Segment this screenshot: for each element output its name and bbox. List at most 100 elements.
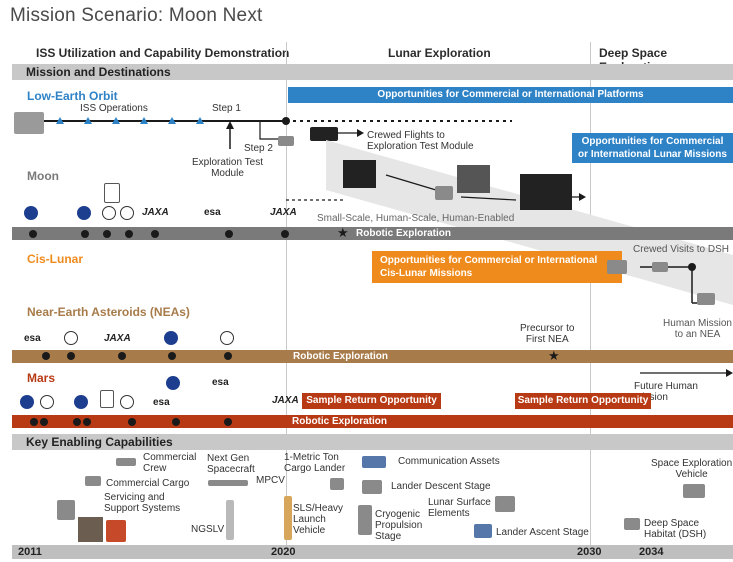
isro-logo <box>100 390 114 408</box>
mission-dot <box>172 418 180 426</box>
mission-dot <box>125 230 133 238</box>
cryo-stage-icon <box>358 505 372 535</box>
surface-elements-label: Lunar Surface Elements <box>428 497 491 519</box>
year-2030: 2030 <box>577 546 602 558</box>
roscosmos-logo <box>102 206 116 220</box>
leo-track <box>20 117 512 149</box>
nea-robotic-track <box>12 350 733 363</box>
mission-dot <box>81 230 89 238</box>
jaxa-logo: JAXA <box>272 395 299 406</box>
mars-robotic-label: Robotic Exploration <box>292 416 387 427</box>
ngslv-label: NGSLV <box>191 524 225 535</box>
lunar-lander-image <box>457 165 490 193</box>
etm-image-icon <box>310 127 338 141</box>
mission-dot <box>42 352 50 360</box>
lunar-opps-box: Opportunities for Commercial or Internat… <box>572 133 733 163</box>
iss-icon <box>14 112 44 134</box>
dsh-icon <box>607 260 627 274</box>
scale-label: Small-Scale, Human-Scale, Human-Enabled <box>317 213 515 224</box>
esa-logo: esa <box>153 397 170 408</box>
comm-satellite-icon <box>362 456 386 468</box>
mission-dot <box>40 418 48 426</box>
sev-icon <box>683 484 705 498</box>
dsh-habitat-icon <box>624 518 640 530</box>
cargo-lander-icon <box>330 478 344 490</box>
crewed-flights-label: Crewed Flights to Exploration Test Modul… <box>367 130 474 152</box>
dsh-label: Deep Space Habitat (DSH) <box>644 518 707 540</box>
nea-label: Near-Earth Asteroids (NEAs) <box>27 305 190 319</box>
section-missions: Mission and Destinations <box>12 64 733 80</box>
cryo-label: Cryogenic Propulsion Stage <box>375 509 423 542</box>
star-icon: ★ <box>337 225 349 240</box>
jaxa-logo: JAXA <box>270 207 297 218</box>
nasa-logo <box>24 206 38 220</box>
sample-return-1: Sample Return Opportunity <box>302 393 441 409</box>
lunar-base-image <box>520 174 572 210</box>
jaxa-logo: JAXA <box>142 207 169 218</box>
moon-robotic-label: Robotic Exploration <box>356 228 451 239</box>
leo-label: Low-Earth Orbit <box>27 89 118 103</box>
mission-dot <box>168 352 176 360</box>
sls-rocket-icon <box>284 496 292 540</box>
divider-2030 <box>590 42 591 547</box>
servicing-label: Servicing and Support Systems <box>104 492 181 514</box>
ngslv-rocket-icon <box>226 500 234 540</box>
sample-return-2: Sample Return Opportunity <box>515 393 651 409</box>
roscosmos-logo <box>40 395 54 409</box>
mission-dot <box>128 418 136 426</box>
nasa-logo <box>74 395 88 409</box>
phase-lunar: Lunar Exploration <box>388 46 491 60</box>
year-2034: 2034 <box>639 546 664 558</box>
mission-dot <box>30 418 38 426</box>
mission-dot <box>225 230 233 238</box>
mission-dot <box>224 352 232 360</box>
human-mission-label: Human Mission to an NEA <box>663 318 732 340</box>
timeline-bar <box>12 545 733 559</box>
lunar-probe-image <box>343 160 376 188</box>
robot-image <box>78 517 103 542</box>
phase-iss: ISS Utilization and Capability Demonstra… <box>36 46 290 60</box>
leo-commercial-banner: Opportunities for Commercial or Internat… <box>288 87 733 103</box>
commercial-crew-label: Commercial Crew <box>143 452 197 474</box>
page-title: Mission Scenario: Moon Next <box>10 5 263 26</box>
esa-logo: esa <box>212 377 229 388</box>
isro-logo <box>104 183 120 203</box>
mission-dot <box>83 418 91 426</box>
etm-label: Exploration Test Module <box>192 157 263 179</box>
surface-rover-icon <box>495 496 515 512</box>
roscosmos-logo <box>64 331 78 345</box>
nasa-logo <box>166 376 180 390</box>
china-logo <box>120 206 134 220</box>
cislunar-opps-box: Opportunities for Commercial or Internat… <box>372 251 622 283</box>
china-logo <box>120 395 134 409</box>
mission-dot <box>67 352 75 360</box>
mission-dot <box>281 230 289 238</box>
servicing-icon <box>57 500 75 520</box>
mars-robotic-track <box>12 415 733 428</box>
nasa-logo <box>164 331 178 345</box>
esa-logo: esa <box>24 333 41 344</box>
moon-label: Moon <box>27 169 59 183</box>
star-icon: ★ <box>548 348 560 363</box>
moon-robotic-track <box>12 227 733 240</box>
mission-dot <box>224 418 232 426</box>
cargo-icon <box>85 476 101 486</box>
mission-dot <box>73 418 81 426</box>
sev-label: Space Exploration Vehicle <box>651 458 733 480</box>
future-arrow <box>640 369 733 377</box>
step1-label: Step 1 <box>212 103 241 114</box>
astronauts-icon <box>106 520 126 542</box>
descent-stage-label: Lander Descent Stage <box>391 481 491 492</box>
china-logo <box>220 331 234 345</box>
sls-label: SLS/Heavy Launch Vehicle <box>293 503 344 536</box>
nasa-logo <box>20 395 34 409</box>
cislunar-label: Cis-Lunar <box>27 252 84 266</box>
mission-dot <box>103 230 111 238</box>
commercial-cargo-label: Commercial Cargo <box>106 478 190 489</box>
nasa-logo <box>77 206 91 220</box>
mission-dot <box>151 230 159 238</box>
esa-logo: esa <box>204 207 221 218</box>
descent-stage-icon <box>362 480 382 494</box>
ascent-stage-label: Lander Ascent Stage <box>496 527 589 538</box>
next-gen-spacecraft-icon <box>208 480 248 486</box>
